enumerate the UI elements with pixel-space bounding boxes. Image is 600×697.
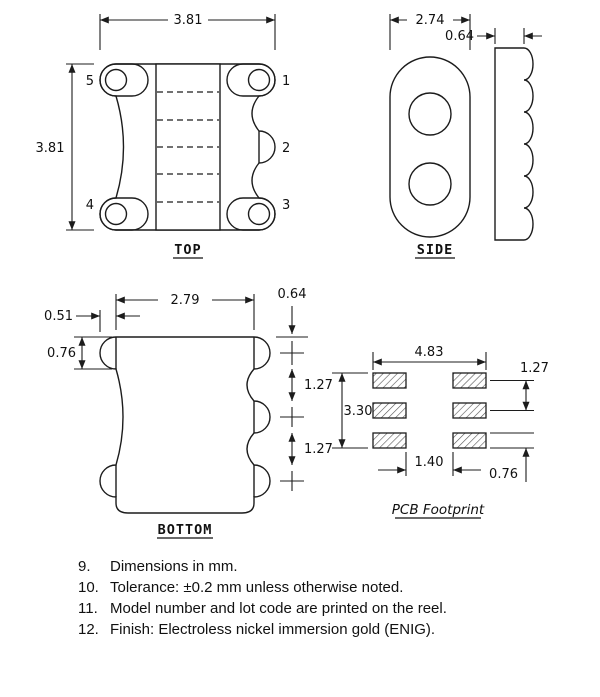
pad-hole <box>104 68 128 92</box>
top-dim-width: 3.81 <box>99 13 276 50</box>
view-label-side: SIDE <box>417 242 454 258</box>
side-body <box>389 56 471 238</box>
footprint-dim-pad-height: 0.76 <box>489 432 534 482</box>
pin-label-5: 5 <box>86 74 94 89</box>
footprint-dim-width: 4.83 <box>372 345 487 370</box>
side-body-outline <box>389 47 534 241</box>
side-castellation-strip <box>494 47 534 241</box>
bottom-view-drawing: 2.79 0.51 0.76 0.64 1.27 1.27 BOTTOM <box>44 287 333 539</box>
bottom-dim-pin-offset: 0.64 <box>276 287 308 338</box>
footprint-dim-height: 3.30 <box>332 372 373 449</box>
pad-hole <box>247 68 271 92</box>
note-item: 11. Model number and lot code are printe… <box>78 598 447 619</box>
dim-top-height: 3.81 <box>36 141 65 156</box>
dim-side-width: 2.74 <box>416 13 445 28</box>
note-item: 9. Dimensions in mm. <box>78 556 447 577</box>
bottom-dim-edge-offset: 0.51 <box>44 309 140 332</box>
note-text: Finish: Electroless nickel immersion gol… <box>110 621 436 638</box>
dim-bottom-pitch2: 1.27 <box>304 442 333 457</box>
side-dim-tab: 0.64 <box>445 28 542 44</box>
note-number: 9. <box>78 558 91 575</box>
dim-footprint-width: 4.83 <box>415 345 444 360</box>
pin-label-4: 4 <box>86 198 94 213</box>
note-number: 11. <box>78 600 98 617</box>
castellation-pad <box>99 197 149 231</box>
note-text: Tolerance: ±0.2 mm unless otherwise note… <box>110 579 404 596</box>
footprint-dim-pitch: 1.27 <box>490 361 549 412</box>
bottom-body-outline <box>99 336 271 514</box>
castellation-pad <box>226 197 276 231</box>
pad <box>372 402 407 419</box>
note-number: 10. <box>78 579 99 596</box>
bottom-dim-pitch2: 1.27 <box>288 433 333 465</box>
view-label-bottom: BOTTOM <box>158 522 213 538</box>
pin-label-2: 2 <box>282 141 290 156</box>
dim-footprint-pitch: 1.27 <box>520 361 549 376</box>
dim-bottom-edge-offset: 0.51 <box>44 309 73 324</box>
dim-bottom-pad-height: 0.76 <box>47 346 76 361</box>
footprint-dim-gap: 1.40 <box>378 452 481 476</box>
notes-list: 9. Dimensions in mm. 10. Tolerance: ±0.2… <box>78 556 447 640</box>
castellation-pad <box>226 63 276 97</box>
pin-label-1: 1 <box>282 74 290 89</box>
bottom-dim-width: 2.79 <box>115 293 255 330</box>
top-body-outline <box>99 63 276 231</box>
pad <box>452 432 487 449</box>
dim-bottom-pin-offset: 0.64 <box>278 287 307 302</box>
note-text: Model number and lot code are printed on… <box>110 600 447 617</box>
note-item: 12. Finish: Electroless nickel immersion… <box>78 619 447 640</box>
dim-bottom-pitch1: 1.27 <box>304 378 333 393</box>
note-number: 12. <box>78 621 99 638</box>
top-pin-numbers: 5 4 1 2 3 <box>86 74 291 213</box>
dim-bottom-width: 2.79 <box>171 293 200 308</box>
pad-hole <box>104 202 128 226</box>
side-hole <box>408 162 452 206</box>
dim-top-width: 3.81 <box>174 13 203 28</box>
note-item: 10. Tolerance: ±0.2 mm unless otherwise … <box>78 577 447 598</box>
pad-hole <box>247 202 271 226</box>
bottom-dim-pitch1: 1.27 <box>288 369 333 401</box>
pad <box>452 402 487 419</box>
view-label-top: TOP <box>174 242 201 258</box>
top-dim-height: 3.81 <box>36 63 94 231</box>
dim-footprint-gap: 1.40 <box>415 455 444 470</box>
bottom-dim-pad-height: 0.76 <box>47 336 112 370</box>
pad <box>372 372 407 389</box>
note-text: Dimensions in mm. <box>110 558 238 575</box>
pin-label-3: 3 <box>282 198 290 213</box>
view-label-footprint: PCB Footprint <box>392 502 485 518</box>
top-view-drawing: 3.81 3.81 5 4 1 2 3 TOP <box>36 13 291 259</box>
pad <box>372 432 407 449</box>
side-view-drawing: 2.74 0.64 SIDE <box>389 13 542 259</box>
castellation-pad <box>99 63 149 97</box>
side-hole <box>408 92 452 136</box>
dim-footprint-pad-height: 0.76 <box>489 467 518 482</box>
side-dim-width: 2.74 <box>389 13 471 50</box>
bottom-pin-centerlines <box>280 341 304 491</box>
pcb-footprint-drawing: 4.83 1.27 3.30 1.40 0.76 PCB Footprint <box>332 345 549 519</box>
dim-footprint-height: 3.30 <box>344 404 373 419</box>
dim-side-tab: 0.64 <box>445 29 474 44</box>
footprint-pads <box>372 372 487 449</box>
pad <box>452 372 487 389</box>
